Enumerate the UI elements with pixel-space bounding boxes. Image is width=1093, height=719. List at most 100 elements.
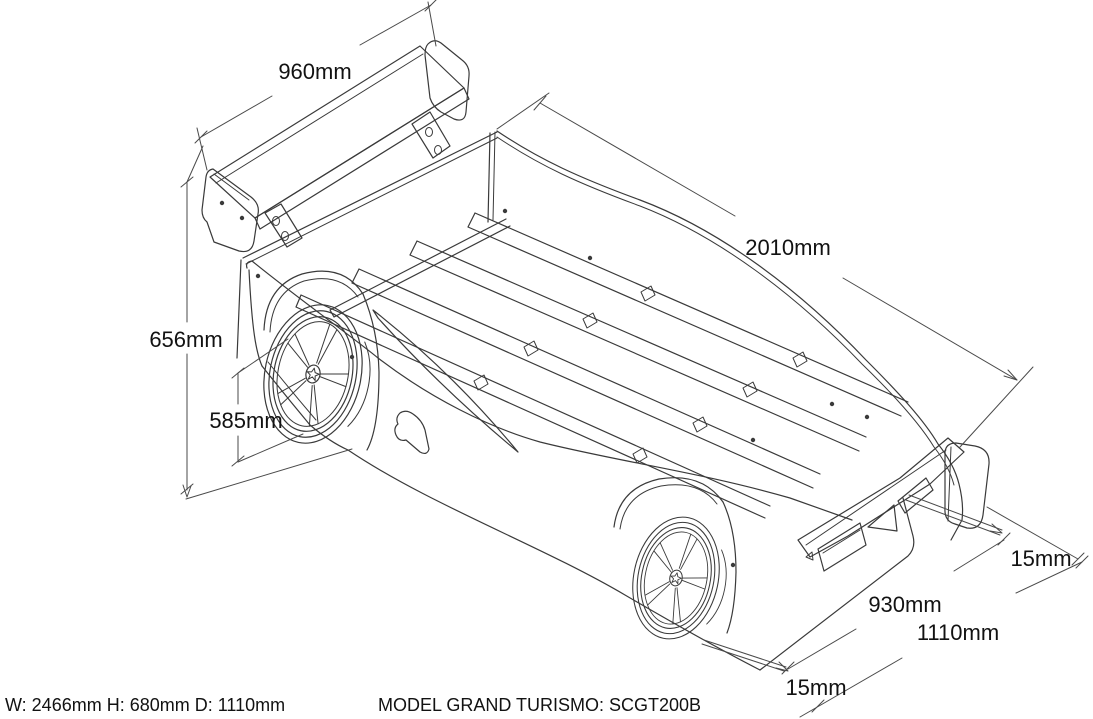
near-panel-top-edge [251, 260, 853, 521]
spoiler-right-end-plate [424, 40, 470, 121]
spoiler-strut-left [264, 203, 303, 248]
dimension-outer-width: 1110mm [799, 555, 1089, 718]
tire-inner [636, 521, 716, 635]
headboard-left-edge [236, 259, 242, 359]
near-panel-bottom-edge [347, 449, 761, 671]
rear-wing [797, 437, 965, 558]
slat-tab [523, 340, 539, 357]
rear-wheel-arch [613, 477, 724, 528]
rear-wing-screw [750, 437, 756, 443]
headboard-screw [255, 273, 261, 279]
wheel-spokes [644, 533, 708, 625]
model-text: MODEL GRAND TURISMO: SCGT200B [378, 695, 701, 715]
wheel-barrel [706, 549, 727, 625]
near-panel-front-edge [245, 260, 263, 367]
dimension-base-offset: 15mm [785, 675, 846, 700]
headboard-panel [236, 131, 498, 359]
front-wheel-arch [263, 270, 364, 331]
rear-vent-slot-lower [817, 522, 867, 572]
deck-screw [829, 401, 835, 407]
spoiler-strut-right [411, 111, 451, 159]
spoiler-screw [239, 215, 245, 221]
dimension-spoiler-width: 960mm [194, 0, 437, 171]
deck-screw [587, 255, 593, 261]
wheel-spokes [277, 323, 349, 427]
near-panel-front-bumper [261, 365, 349, 451]
rear-fender-line [722, 501, 737, 634]
slat-deck [295, 208, 909, 519]
spoiler-blade-front-face [254, 87, 470, 230]
rear-wing-inner-line [805, 449, 947, 546]
hub [669, 569, 683, 587]
panel-screw [730, 562, 736, 568]
dimension-inner-width: 930mm [701, 532, 1011, 675]
far-side-panel [487, 130, 964, 541]
near-panel-rear-bottom-edge [759, 497, 915, 671]
near-side-panel [245, 260, 915, 671]
overall-dimensions-text: W: 2466mm H: 680mm D: 1110mm [5, 695, 285, 715]
slat-tab [792, 351, 808, 368]
deck-screw [502, 208, 508, 214]
dimension-label-outer-width: 1110mm [917, 620, 999, 645]
front-wheel [263, 304, 371, 444]
dimension-rear-panel-offset: 15mm [905, 494, 1085, 571]
window-sliver [372, 309, 519, 453]
rear-wheel [632, 516, 727, 640]
slat-tab [742, 381, 758, 398]
dimension-label-inner-width: 930mm [868, 592, 941, 617]
far-panel-top-curve [496, 130, 964, 541]
spoiler-strut-hole [272, 216, 280, 226]
far-panel-top-curve-inner [496, 136, 955, 486]
rear-vent-triangle [867, 504, 898, 532]
headboard-top-edge [242, 131, 498, 259]
dimension-annotations: 960mm 2010mm 656mm 585mm [149, 0, 1089, 718]
rear-wheel-arch-inner [619, 484, 718, 530]
slat-tab [640, 285, 656, 302]
dimension-body-height: 585mm [209, 338, 304, 467]
rim-outer [272, 316, 354, 432]
spoiler-strut-hole [425, 127, 433, 137]
slat [295, 294, 771, 519]
rear-corner-panel [944, 442, 990, 529]
dimension-label-spoiler-width: 960mm [278, 59, 351, 84]
slat-tab [473, 374, 489, 391]
dimension-label-overall-height: 656mm [149, 327, 222, 352]
rear-vent-notch [805, 551, 814, 561]
hub [305, 364, 321, 384]
near-panel-bumper-inner [267, 361, 317, 421]
headboard-top-edge-inner [245, 137, 498, 265]
tire-inner [268, 310, 358, 438]
far-panel-front-edge [487, 132, 491, 223]
slat-tab [632, 447, 648, 464]
tire-outer [632, 516, 720, 640]
spoiler-left-end-plate [201, 168, 259, 253]
rear-vent-slot-lower-inner [822, 529, 861, 554]
door-handle [394, 410, 430, 455]
dimension-overall-height: 656mm [149, 145, 353, 500]
dimension-label-base-offset: 15mm [785, 675, 846, 700]
dimension-label-rear-panel-offset: 15mm [1010, 546, 1071, 571]
spoiler [201, 40, 470, 253]
footer: W: 2466mm H: 680mm D: 1110mm MODEL GRAND… [5, 695, 701, 715]
wheel-barrel [347, 341, 371, 427]
front-wheel-arch-inner [269, 278, 359, 333]
slat-tab [582, 312, 598, 329]
rim-inner [276, 321, 350, 427]
deck-screw [864, 414, 870, 420]
hub-star [306, 367, 320, 382]
rear-corner-panel-edge [947, 446, 952, 522]
tire-outer [263, 304, 363, 444]
spoiler-left-end-plate-edge [213, 173, 250, 201]
rim-inner [643, 531, 709, 625]
hub-star [670, 572, 682, 585]
spoiler-screw [219, 200, 225, 206]
far-panel-front-edge-inner [492, 131, 496, 221]
rear-vent-slot-upper [897, 477, 934, 514]
slat [351, 268, 821, 489]
spoiler-blade-inner-edge [215, 53, 424, 184]
car-bed [201, 40, 990, 671]
slat [467, 212, 909, 417]
dimension-label-body-height: 585mm [209, 408, 282, 433]
dimension-bed-length: 2010mm [496, 92, 1034, 448]
